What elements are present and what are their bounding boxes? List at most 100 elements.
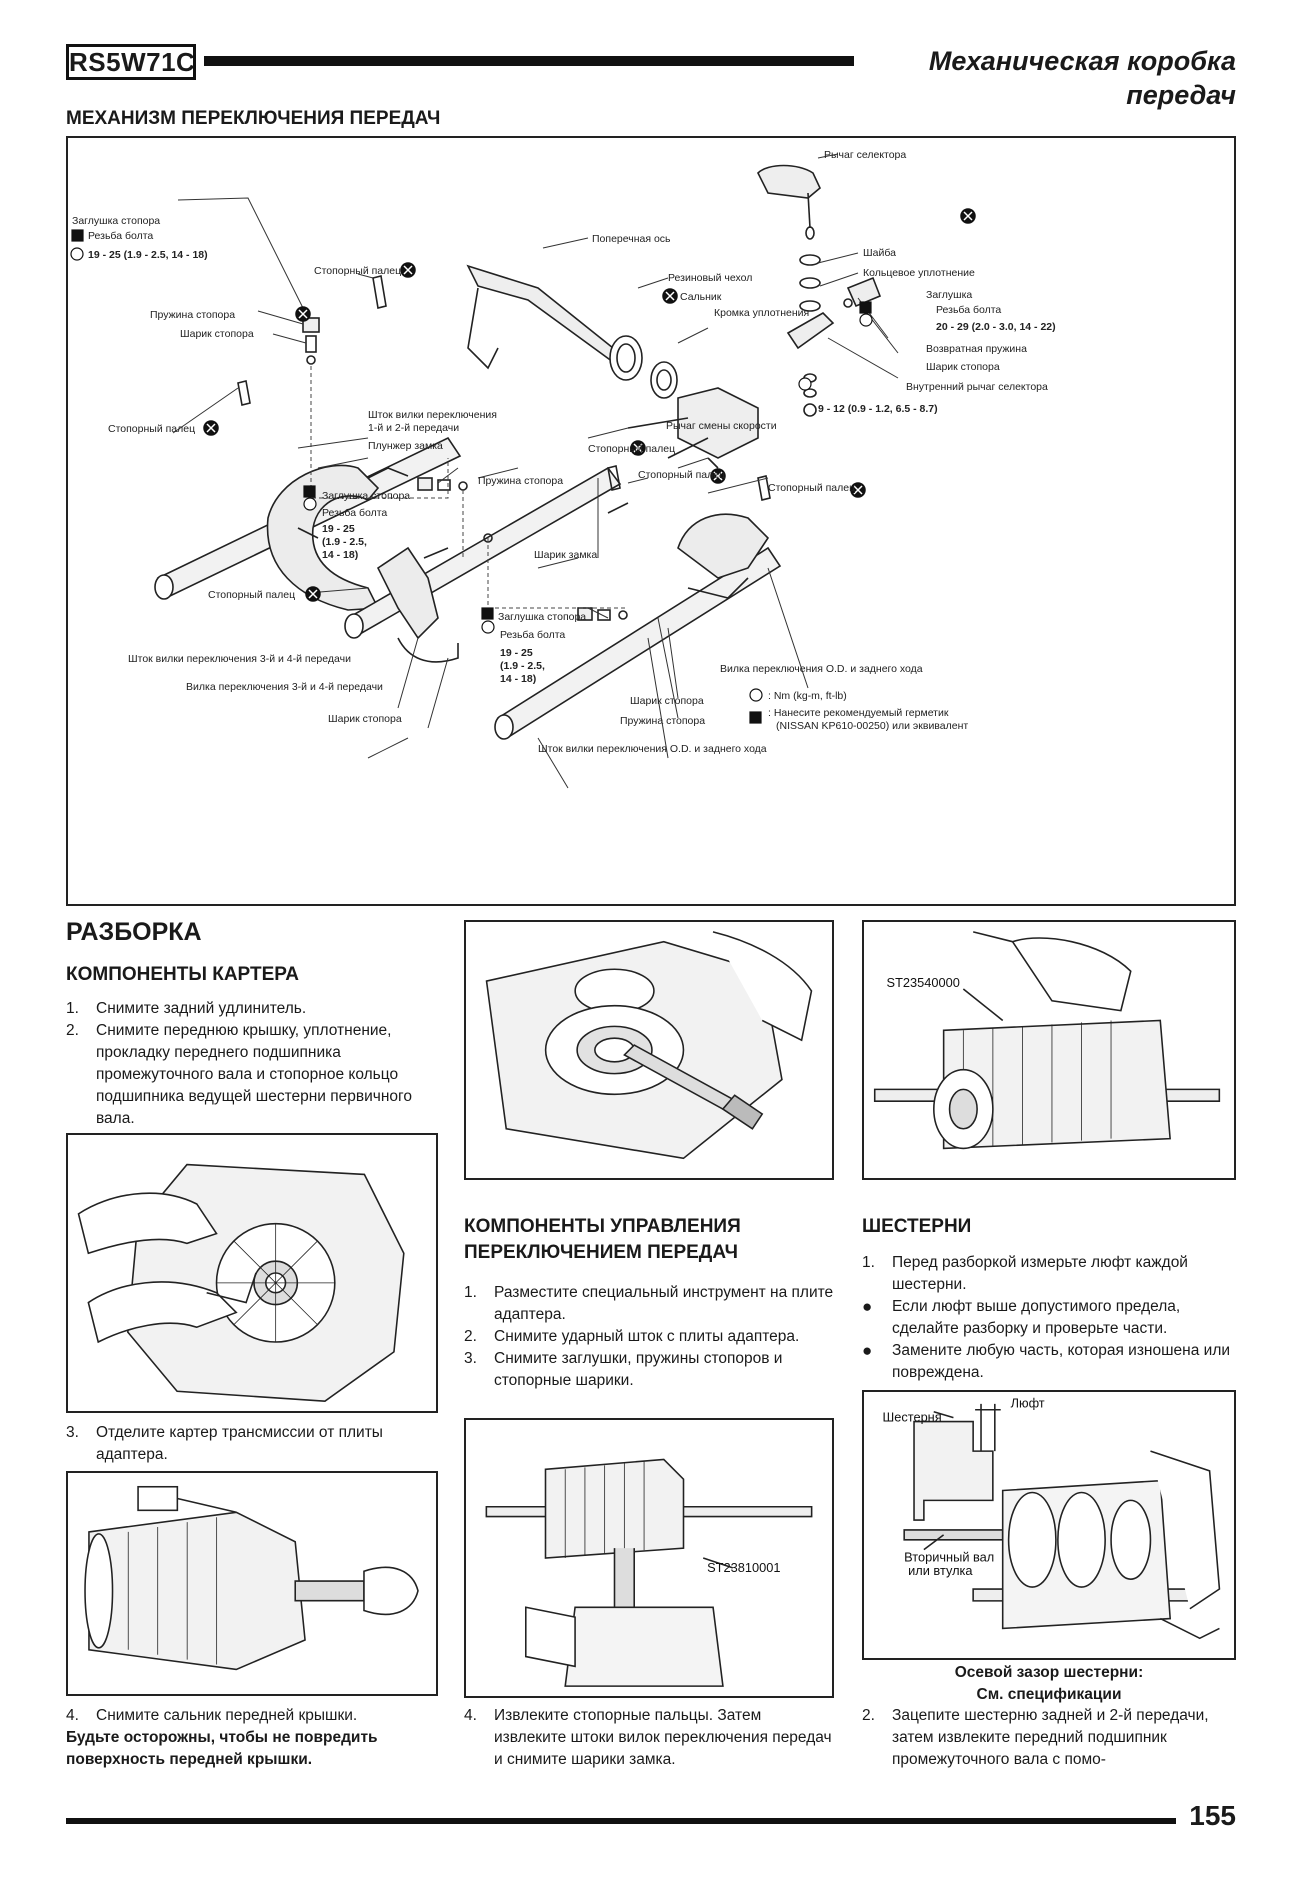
label-seal: Сальник (680, 291, 722, 303)
list-item: 1.Разместите специальный инструмент на п… (464, 1284, 834, 1323)
label-bolt-thread-right: Резьба болта (936, 304, 1001, 316)
label-torque-mid-3: 14 - 18) (322, 549, 358, 561)
label-check-plug-mid: Заглушка стопора (322, 490, 410, 502)
label-rubber-boot: Резиновый чехол (668, 272, 752, 284)
diagram-parts (154, 164, 882, 740)
gears-step-2: 2.Зацепите шестерню задней и 2-й передач… (862, 1705, 1236, 1771)
label-check-ball-low: Шарик стопора (630, 695, 704, 707)
label-plug-right: Заглушка (926, 289, 972, 301)
diagram-title: МЕХАНИЗМ ПЕРЕКЛЮЧЕНИЯ ПЕРЕДАЧ (66, 108, 441, 129)
control-steps: 1.Разместите специальный инструмент на п… (464, 1282, 834, 1392)
label-retaining-pin-mid2: Стопорный палец (638, 469, 725, 481)
leader-lines (172, 153, 899, 789)
list-item: 2.Снимите ударный шток с плиты адаптера. (464, 1328, 800, 1345)
label-bolt-thread-low: Резьба болта (500, 629, 565, 641)
front-cover-illustration (77, 1163, 405, 1402)
list-item: 1.Перед разборкой измерьте люфт каждой ш… (862, 1254, 1188, 1293)
label-fork-od: Вилка переключения O.D. и заднего хода (720, 663, 923, 675)
list-item: ●Замените любую часть, которая изношена … (862, 1341, 1231, 1381)
label-bolt-thread-mid: Резьба болта (322, 507, 387, 519)
label-shift-lever: Рычаг смены скорости (666, 420, 777, 432)
label-check-spring-mid: Пружина стопора (478, 475, 563, 487)
exploded-diagram: Рычаг селектора Шайба Кольцевое уплотнен… (66, 136, 1236, 906)
control-components-title: КОМПОНЕНТЫ УПРАВЛЕНИЯ ПЕРЕКЛЮЧЕНИЕМ ПЕРЕ… (464, 1216, 741, 1263)
header-rule (204, 56, 854, 66)
axial-play-line-1: Осевой зазор шестерни: (954, 1664, 1144, 1681)
label-torque-mid-1: 19 - 25 (322, 523, 355, 535)
legend-sealant-2: (NISSAN KP610-00250) или эквивалент (776, 720, 968, 732)
list-item: 4.Снимите сальник передней крышки. (66, 1707, 358, 1724)
label-retaining-pin-right: Стопорный палец (768, 482, 855, 494)
shift-mechanism-drawing: Рычаг селектора Шайба Кольцевое уплотнен… (70, 149, 1056, 789)
figure-gear-play: Шестерня Люфт Вторичный вал или втулка (862, 1390, 1236, 1660)
label-check-ball-top: Шарик стопора (180, 328, 254, 340)
label-seal-edge: Кромка уплотнения (714, 307, 809, 319)
model-badge: RS5W71C (66, 44, 196, 80)
transmission-case-illustration (84, 1485, 419, 1671)
label-washer: Шайба (863, 247, 896, 259)
list-item: 2.Зацепите шестерню задней и 2-й передач… (862, 1707, 1209, 1768)
label-interlock-ball: Шарик замка (534, 549, 597, 561)
list-item: ●Если люфт выше допустимого предела, сде… (862, 1297, 1181, 1337)
label-check-ball-bottom: Шарик стопора (328, 713, 402, 725)
list-item: 2.Снимите переднюю крышку, уплотнение, п… (66, 1022, 412, 1127)
label-torque-top: 19 - 25 (1.9 - 2.5, 14 - 18) (88, 249, 208, 261)
play-label: Люфт (1011, 1396, 1045, 1411)
tool-label-gears: ST23540000 (887, 975, 960, 990)
label-retaining-pin-far: Стопорный палец (208, 589, 295, 601)
shift-rods-illustration: ST23810001 (485, 1458, 813, 1687)
gears-bullets: ●Если люфт выше допустимого предела, сде… (862, 1296, 1236, 1384)
figure-shift-rods: ST23810001 (464, 1418, 834, 1698)
spec-icons (70, 229, 873, 724)
label-cross-shaft: Поперечная ось (592, 233, 671, 245)
tool-label-control: ST23810001 (707, 1560, 780, 1575)
legend-torque: : Nm (kg-m, ft-lb) (768, 690, 847, 702)
label-torque-mid-2: (1.9 - 2.5, (322, 536, 367, 548)
label-interlock-plunger: Плунжер замка (368, 440, 443, 452)
label-fork-34: Вилка переключения 3-й и 4-й передачи (186, 681, 383, 693)
label-retaining-pin-top: Стопорный палец (314, 265, 401, 277)
label-torque-low-1: 19 - 25 (500, 647, 533, 659)
adapter-plate-illustration (485, 931, 813, 1160)
label-o-ring: Кольцевое уплотнение (863, 267, 975, 279)
label-rod-34: Шток вилки переключения 3-й и 4-й переда… (128, 653, 351, 665)
label-torque-low-3: 14 - 18) (500, 673, 536, 685)
label-torque-low-2: (1.9 - 2.5, (500, 660, 545, 672)
label-torque-inner: 9 - 12 (0.9 - 1.2, 6.5 - 8.7) (818, 403, 938, 415)
label-rod-12-line1: Шток вилки переключения (368, 409, 497, 421)
label-return-spring: Возвратная пружина (926, 343, 1027, 355)
control-step-4: 4.Извлеките стопорные пальцы. Затем извл… (464, 1705, 834, 1771)
figure-front-cover (66, 1133, 438, 1413)
gear-play-illustration: Шестерня Люфт Вторичный вал или втулка (883, 1396, 1221, 1640)
legend-sealant-1: : Нанесите рекомендуемый герметик (768, 707, 949, 719)
case-steps: 1.Снимите задний удлинитель. 2.Снимите п… (66, 998, 438, 1130)
list-item: 3.Снимите заглушки, пружины стопоров и с… (464, 1350, 783, 1389)
case-step-3: 3.Отделите картер трансмиссии от плиты а… (66, 1422, 438, 1466)
case-step-4: 4.Снимите сальник передней крышки. (66, 1705, 438, 1727)
figure-transmission-case (66, 1471, 438, 1696)
disassembly-title: РАЗБОРКА (66, 918, 202, 946)
axial-play-line-2: См. спецификации (976, 1686, 1122, 1703)
label-check-spring-low: Пружина стопора (620, 715, 705, 727)
do-not-reuse-markers (203, 208, 976, 602)
label-torque-right: 20 - 29 (2.0 - 3.0, 14 - 22) (936, 321, 1056, 333)
list-item: 3.Отделите картер трансмиссии от плиты а… (66, 1424, 383, 1463)
gear-assembly-illustration: ST23540000 (873, 931, 1221, 1150)
label-check-plug-low: Заглушка стопора (498, 611, 586, 623)
gears-step-1: 1.Перед разборкой измерьте люфт каждой ш… (862, 1252, 1236, 1296)
gears-title: ШЕСТЕРНИ (862, 1216, 972, 1237)
diagram-labels: Рычаг селектора Шайба Кольцевое уплотнен… (72, 149, 1056, 755)
label-check-ball-right: Шарик стопора (926, 361, 1000, 373)
footer-rule (66, 1818, 1176, 1824)
label-rod-od: Шток вилки переключения O.D. и заднего х… (538, 743, 767, 755)
header-title: Механическая коробка передач (928, 46, 1236, 110)
caution-text: Будьте осторожны, чтобы не повредить пов… (66, 1729, 378, 1768)
label-inner-selector-lever: Внутренний рычаг селектора (906, 381, 1048, 393)
label-rod-12-line2: 1-й и 2-й передачи (368, 422, 459, 434)
gear-label: Шестерня (883, 1410, 942, 1425)
page-number: 155 (1189, 1800, 1236, 1831)
list-item: 1.Снимите задний удлинитель. (66, 1000, 307, 1017)
figure-gear-assembly: ST23540000 (862, 920, 1236, 1180)
shaft-label-2: или втулка (908, 1563, 973, 1578)
case-components-title: КОМПОНЕНТЫ КАРТЕРА (66, 964, 299, 985)
